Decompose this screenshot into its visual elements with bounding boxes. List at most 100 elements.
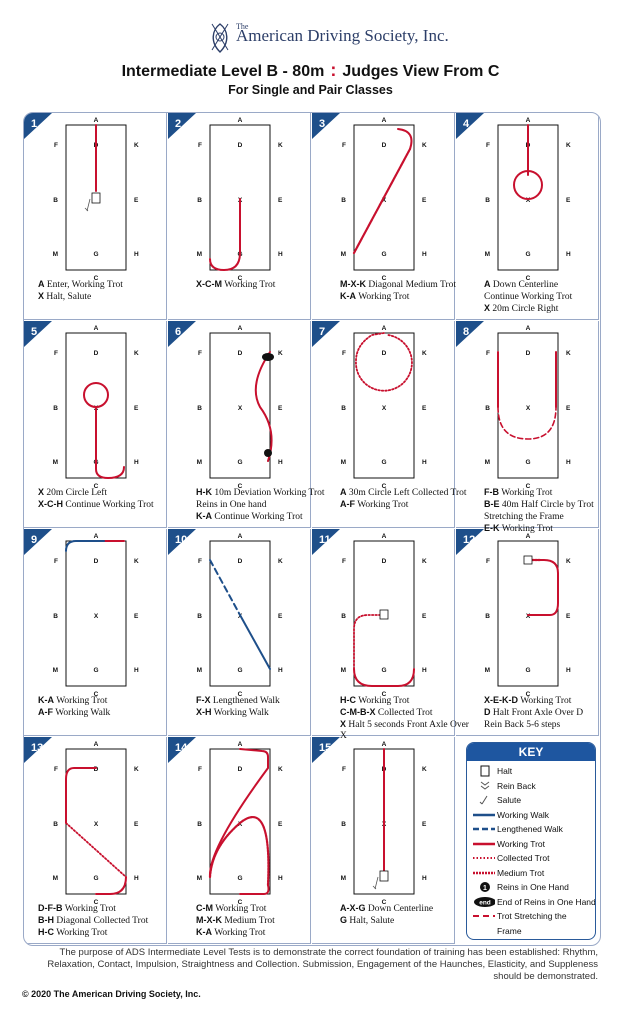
arena-letter-b: B [485,613,490,620]
salute-icon [479,795,488,805]
arena-letter-x: X [238,821,243,828]
route-trot [353,668,415,687]
arena-letter-c: C [94,275,99,282]
arena-letter-g: G [525,459,530,466]
arena-letter-c: C [382,899,387,906]
stretching-trot-line [473,915,495,917]
collected-trot-line [473,857,495,859]
caption-line: Rein Back 5-6 steps [484,719,600,731]
arena-letter-c: C [94,483,99,490]
halt-box-icon [91,192,101,204]
caption-text: Medium Trot [222,916,275,926]
arena-letter-e: E [278,613,283,620]
arena-letter-g: G [93,667,98,674]
caption-text: Working Trot [54,696,108,706]
arena-letter-f: F [486,558,490,565]
copyright-text: © 2020 The American Driving Society, Inc… [22,989,201,999]
caption-line: H-C Working Trot [38,927,168,939]
svg-text:1: 1 [483,885,487,892]
arena-letter-h: H [134,875,139,882]
caption-letters: X-E-K-D [484,695,518,705]
logo-prefix: The [236,22,249,31]
movement-number-badge [312,737,340,763]
caption-text: Diagonal Collected Trot [54,916,149,926]
caption-letters: D [484,707,491,717]
route-medium [352,147,412,255]
caption-letters: A [38,279,45,289]
caption-line: H-K 10m Deviation Working Trot [196,487,326,499]
arena-letter-a: A [94,117,99,124]
caption-text: Working Trot [356,696,410,706]
arena-letter-g: G [381,667,386,674]
arena-letter-m: M [485,459,490,466]
arena-letter-k: K [134,350,139,357]
caption-line: X-E-K-D Working Trot [484,695,600,707]
movement-number-badge [168,529,196,555]
halt-box-icon [480,765,490,777]
caption-text: Working Walk [53,708,111,718]
arena-outline [209,540,271,687]
caption-line: Continue Working Trot [484,291,600,303]
caption-line: C-M-B-X Collected Trot [340,707,470,719]
arena-letter-a: A [382,117,387,124]
arena-outline [209,124,271,271]
halt-box-icon [523,555,533,565]
medium-trot-line [473,871,495,874]
movement-number-badge [24,737,52,763]
arena-letter-e: E [566,613,571,620]
caption-line: Stretching the Frame [484,511,600,523]
arena-letter-e: E [422,405,427,412]
movement-number: 3 [319,118,325,130]
arena-letter-e: E [422,613,427,620]
route-collected [65,822,127,878]
arena-letter-f: F [54,558,58,565]
caption-letters: X [38,291,45,301]
movement-number: 12 [463,534,475,546]
key-title: KEY [467,743,595,761]
key-label: Halt [497,766,513,776]
caption-text: 40m Half Circle by Trot [499,500,594,510]
arena-letter-x: X [526,613,531,620]
arena-letter-a: A [382,533,387,540]
caption-letters: K-A [196,927,212,937]
caption-text: Reins in One hand [196,500,267,510]
arena-letter-g: G [237,667,242,674]
caption-line: A-X-G Down Centerline [340,903,470,915]
route-lengthened [209,559,241,616]
arena-outline [209,332,271,479]
working-walk-line [473,813,495,816]
key-label: Lengthened Walk [497,824,563,834]
arena-letter-a: A [526,533,531,540]
arena-letter-f: F [54,350,58,357]
caption-line: C-M Working Trot [196,903,326,915]
arena-letter-m: M [341,251,346,258]
caption-line: B-E 40m Half Circle by Trot [484,499,600,511]
arena-letter-b: B [53,613,58,620]
caption-text: Diagonal Medium Trot [366,280,456,290]
key-label: Working Walk [497,809,549,820]
arena-letter-b: B [485,405,490,412]
caption-text: Continue Working Trot [212,512,303,522]
caption-text: Working Trot [356,292,410,302]
movement-number: 7 [319,326,325,338]
caption-line: B-H Diagonal Collected Trot [38,915,168,927]
movement-number-badge [24,529,52,555]
movement-number-badge [24,321,52,347]
arena-letter-g: G [525,251,530,258]
purpose-text: The purpose of ADS Intermediate Level Te… [47,947,598,982]
arena-letter-h: H [134,251,139,258]
arena-letter-g: G [525,667,530,674]
caption-text: Working Trot [212,928,266,938]
movement-number: 11 [319,534,331,546]
